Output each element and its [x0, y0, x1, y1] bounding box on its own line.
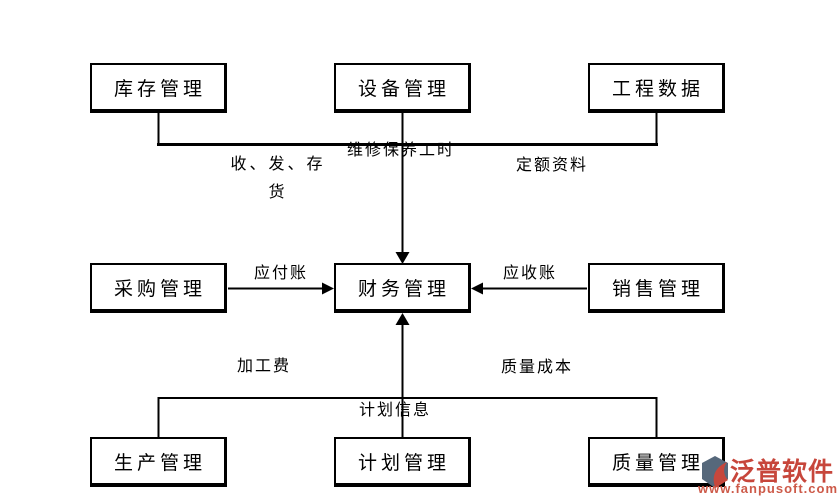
fanpu-logo-icon [702, 456, 728, 488]
box-label: 设备管理 [357, 78, 450, 100]
box-procurement-management: 采购管理 [90, 263, 227, 313]
box-inventory-management: 库存管理 [90, 63, 227, 113]
box-label: 计划管理 [357, 452, 450, 474]
box-label: 财务管理 [357, 278, 450, 300]
box-label: 工程数据 [611, 78, 704, 100]
arrowhead-right-icon [322, 282, 334, 295]
box-finance-management: 财务管理 [334, 263, 471, 313]
box-label: 生产管理 [113, 452, 206, 474]
edge-label-quota-data: 定额资料 [516, 157, 589, 174]
arrowhead-left-icon [471, 282, 483, 295]
box-label: 销售管理 [611, 278, 704, 300]
edge-label-processing-fee: 加工费 [237, 358, 292, 375]
arrowhead-down-icon [395, 252, 410, 264]
box-engineering-data: 工程数据 [588, 63, 725, 113]
edge-label-quality-cost: 质量成本 [501, 359, 574, 376]
box-sales-management: 销售管理 [588, 263, 725, 313]
edge-label-maintenance-hours: 维修保养工时 [347, 142, 456, 159]
box-label: 采购管理 [113, 278, 206, 300]
vendor-watermark[interactable]: 泛普软件 www.fanpusoft.com [694, 452, 838, 500]
edge-label-inventory-flow: 收、发、存 货 [230, 156, 326, 201]
edge-label-accounts-payable: 应付账 [254, 265, 309, 282]
edge-label-plan-info: 计划信息 [359, 402, 432, 419]
box-label: 库存管理 [113, 78, 206, 100]
box-equipment-management: 设备管理 [334, 63, 471, 113]
vendor-brand-name[interactable]: 泛普软件 [730, 458, 835, 486]
edge-label-accounts-receivable: 应收账 [503, 265, 558, 282]
box-planning-management: 计划管理 [334, 437, 471, 487]
vendor-url-link[interactable]: www.fanpusoft.com [698, 481, 838, 496]
arrowhead-up-icon [395, 313, 410, 325]
box-production-management: 生产管理 [90, 437, 227, 487]
box-label: 质量管理 [611, 452, 704, 474]
